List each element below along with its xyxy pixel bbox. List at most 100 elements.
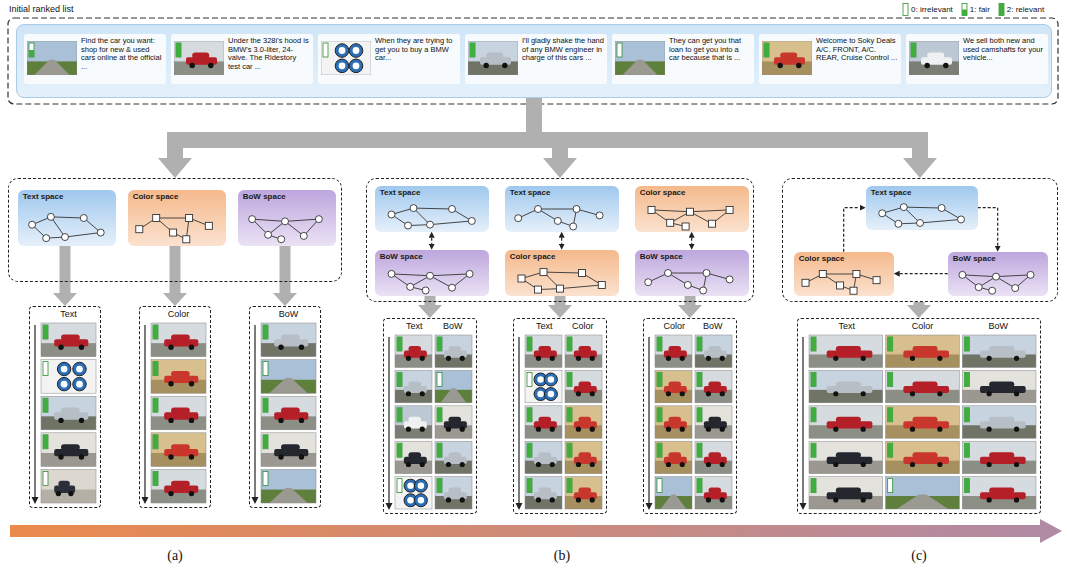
thumb-sky [695, 441, 732, 473]
graph-node [682, 223, 689, 230]
relevance-fill [437, 443, 442, 457]
graph-node [277, 235, 284, 242]
relevance-bar [437, 337, 442, 351]
thumb-sky [962, 441, 1036, 473]
rank-arrow-head [800, 503, 807, 510]
relevance-bar [697, 479, 702, 493]
relevance-bar [697, 443, 702, 457]
graph-edge [996, 275, 1031, 277]
graph-node [28, 221, 35, 228]
graph-edge [391, 274, 430, 276]
relevance-bar [962, 4, 967, 16]
car-roof [448, 417, 461, 423]
relevance-bar [888, 372, 893, 386]
car-wheel [861, 391, 866, 396]
relevance-bar [567, 337, 572, 351]
thumb-frame [962, 406, 1036, 438]
graph-node [42, 234, 49, 241]
thumb-sky [565, 406, 602, 438]
thumb-frame [886, 406, 960, 438]
column-header: BoW [960, 321, 1036, 332]
car-wheel [536, 462, 541, 467]
thumb-frame [962, 477, 1036, 509]
thumb-sky [525, 477, 562, 509]
thumb-frame [809, 335, 883, 367]
logo [414, 494, 427, 507]
rank-arrow-head [32, 497, 39, 504]
car-roof [578, 381, 591, 387]
graph-edge [285, 219, 319, 221]
thumb-frame [435, 370, 472, 402]
car-wheel [680, 391, 685, 396]
car-wheel [680, 427, 685, 432]
car-roof [171, 444, 190, 450]
relevance-fill [153, 398, 158, 412]
car-wheel [460, 427, 465, 432]
relevance-fill [437, 479, 442, 493]
thumb-frame [41, 396, 96, 430]
graph-node [388, 211, 395, 218]
thumb-sky [151, 396, 206, 430]
car-wheel [590, 356, 595, 361]
car-roof [171, 371, 190, 377]
relevance-bar [964, 479, 969, 493]
logo-core [61, 366, 68, 373]
graph-edge [543, 271, 582, 273]
graph-edge [51, 217, 84, 218]
thumb-frame [435, 406, 472, 438]
feature-space-text: Color space [794, 252, 894, 264]
car-wheel [189, 63, 194, 68]
car-wheel [987, 391, 992, 396]
relevance-bar [43, 435, 48, 449]
relevance-bar [567, 372, 572, 386]
graph-node [448, 205, 455, 212]
thumb-frame [395, 441, 432, 473]
rank-arrow [254, 325, 255, 498]
thumb-frame [41, 469, 96, 503]
car-roof [171, 334, 190, 340]
car-wheel [910, 427, 915, 432]
logo [349, 44, 363, 58]
relevance-bar [397, 372, 402, 386]
car-roof [578, 346, 591, 352]
relevance-bar [811, 372, 816, 386]
column-header-row: BoW [261, 307, 316, 320]
graph-node [426, 272, 433, 279]
relevance-fill [964, 443, 969, 457]
thumbnail [174, 41, 224, 75]
rank-arrow [34, 325, 35, 498]
thumb-bg [395, 477, 432, 509]
relevance-bar [437, 372, 442, 386]
graph-node [182, 235, 189, 242]
reranked-column: TextColor [513, 318, 607, 514]
car-roof [912, 381, 937, 387]
thumb-frame [762, 41, 812, 75]
logo [414, 479, 427, 492]
car-wheel [706, 356, 711, 361]
result-item: When they are trying to get you to buy a… [318, 34, 460, 84]
thumb-frame [468, 41, 518, 75]
column-header-row: TextColor [525, 319, 602, 332]
legend: 0: irrelevant1: fair2: relevant [902, 3, 1052, 16]
legend-icon [961, 3, 968, 16]
relevance-bar [437, 443, 442, 457]
logo [544, 373, 557, 386]
column-header: Color [151, 309, 206, 320]
relevance-bar [263, 471, 268, 485]
feature-space: Color space [794, 252, 894, 296]
graph-node [61, 233, 68, 240]
thumb-sky [395, 335, 432, 367]
logo [73, 377, 86, 390]
thumbnails [250, 307, 320, 507]
car-roof [708, 452, 721, 458]
car-wheel [666, 427, 671, 432]
thumb-sky [762, 41, 812, 75]
car-wheel [910, 356, 915, 361]
relevance-bar [888, 408, 893, 422]
graph-node [554, 217, 561, 224]
thumb-sky [886, 477, 960, 509]
thumb-sky [261, 469, 316, 503]
car-wheel [460, 356, 465, 361]
graph-node [959, 271, 966, 278]
thumb-sky [962, 477, 1036, 509]
